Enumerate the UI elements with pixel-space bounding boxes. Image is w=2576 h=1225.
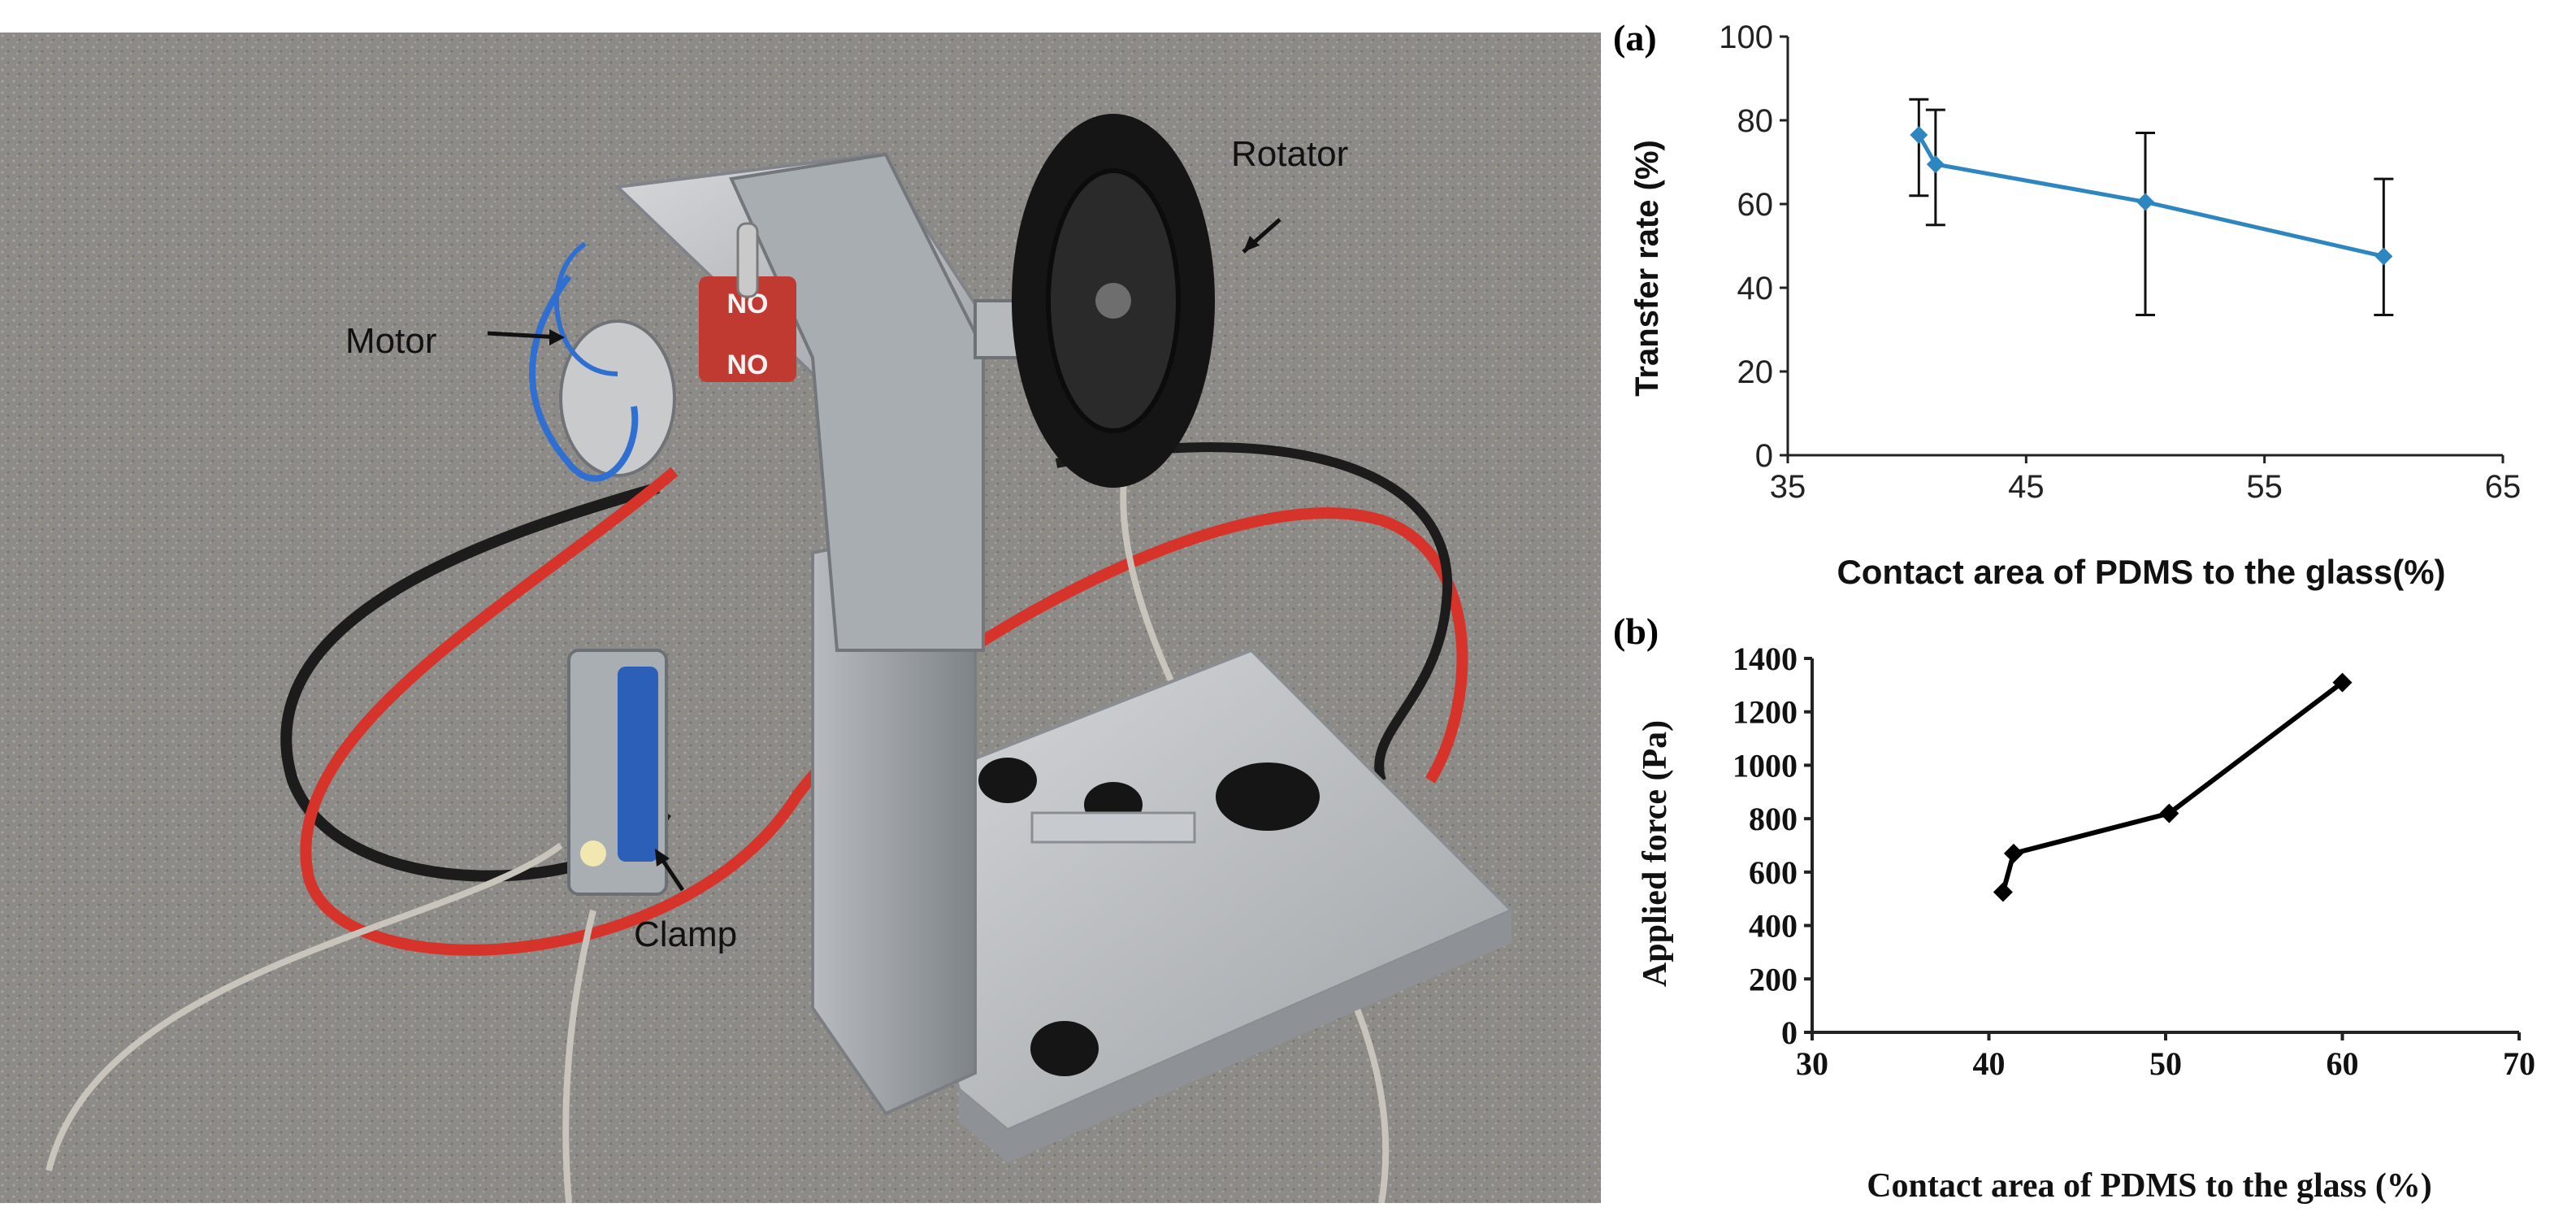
- motor-body: [559, 319, 676, 477]
- glass-slide: [1030, 811, 1196, 844]
- y-tick-label: 1000: [1733, 747, 1798, 784]
- data-point: [2003, 843, 2023, 863]
- data-point: [2159, 803, 2179, 823]
- rotator-label: Rotator: [1231, 134, 1349, 174]
- chart-a-x-axis-title: Contact area of PDMS to the glass(%): [1837, 553, 2445, 591]
- red-cable: [300, 467, 1468, 956]
- data-point: [1910, 126, 1928, 145]
- x-tick-label: 40: [1973, 1045, 2006, 1082]
- knob-4: [1030, 1021, 1099, 1076]
- base-plate-edge: [959, 910, 1511, 1162]
- motor-blue-wire-2: [554, 241, 618, 376]
- y-tick-label: 600: [1749, 854, 1798, 891]
- y-tick-label: 60: [1737, 187, 1774, 223]
- clamp-arrowhead: [655, 849, 670, 867]
- chart-a-transfer-rate: (a) 0 20 40 60 80 100 35 45 55 65 Transfer rate (…: [1613, 17, 2521, 591]
- black-cable: [280, 482, 671, 882]
- clamp-label: Clamp: [634, 914, 738, 954]
- series-line: [1917, 133, 2384, 258]
- y-tick-label: 400: [1749, 908, 1798, 945]
- y-tick-label: 40: [1737, 271, 1774, 306]
- x-tick-label: 50: [2149, 1045, 2182, 1082]
- data-point: [2332, 672, 2353, 693]
- rotator-arrowhead: [1243, 236, 1260, 252]
- y-tick-label: 1200: [1733, 694, 1798, 731]
- chart-b-plot-area: 0 200 400 600 800 1000 1200 1400 30 40 50 60 70: [1733, 641, 2535, 1082]
- y-tick-label: 0: [1755, 438, 1773, 474]
- chart-a-plot-area: 0 20 40 60 80 100 35 45 55 65: [1719, 20, 2521, 505]
- y-tick-label: 0: [1781, 1014, 1798, 1051]
- mounting-block: [729, 152, 985, 652]
- x-tick-label: 70: [2503, 1045, 2535, 1082]
- x-tick-label: 60: [2327, 1045, 2359, 1082]
- x-tick-label: 55: [2246, 469, 2283, 505]
- toggle-lever: [736, 222, 759, 298]
- series-line: [2001, 680, 2344, 893]
- switch-plate: [699, 276, 796, 382]
- clamp-blue-jaw: [618, 667, 658, 862]
- knob-1: [978, 758, 1037, 803]
- y-tick-label: 800: [1749, 801, 1798, 837]
- switch-label-bottom: NO: [727, 350, 769, 380]
- motor-label: Motor: [345, 321, 437, 361]
- y-tick-label: 20: [1737, 354, 1774, 390]
- x-tick-label: 45: [2008, 469, 2045, 505]
- chart-b-x-axis-title: Contact area of PDMS to the glass (%): [1867, 1167, 2432, 1205]
- y-tick-label: 200: [1749, 961, 1798, 997]
- clamp-knob: [580, 841, 606, 867]
- y-tick-label: 80: [1737, 103, 1774, 139]
- x-tick-label: 65: [2485, 469, 2522, 505]
- data-point: [1993, 882, 2013, 902]
- y-tick-label: 1400: [1733, 641, 1798, 677]
- rotator-hub: [1095, 283, 1131, 319]
- y-tick-label: 100: [1719, 20, 1773, 55]
- data-point: [2136, 193, 2154, 211]
- data-point: [2374, 247, 2393, 266]
- motor-blue-wire: [529, 274, 639, 482]
- apparatus-photo: NO NO Rotator Motor Clamp: [0, 33, 1601, 1203]
- x-tick-label: 30: [1796, 1045, 1828, 1082]
- apparatus-illustration: NO NO: [0, 33, 1601, 1203]
- x-tick-label: 35: [1770, 469, 1806, 505]
- motor-arrow: [487, 331, 562, 340]
- data-point: [1926, 155, 1945, 174]
- thin-wire-left: [46, 842, 563, 1171]
- knob-3: [1216, 762, 1320, 831]
- motor-arrowhead: [549, 329, 565, 345]
- chart-a-y-axis-title: Transfer rate (%): [1629, 140, 1665, 397]
- thin-wire-bottom: [562, 910, 596, 1203]
- black-cable-right: [1055, 442, 1453, 782]
- chart-b-y-axis-title: Applied force (Pa): [1637, 720, 1674, 987]
- chart-a-panel-label: (a): [1613, 17, 1657, 59]
- chart-b-panel-label: (b): [1613, 610, 1659, 652]
